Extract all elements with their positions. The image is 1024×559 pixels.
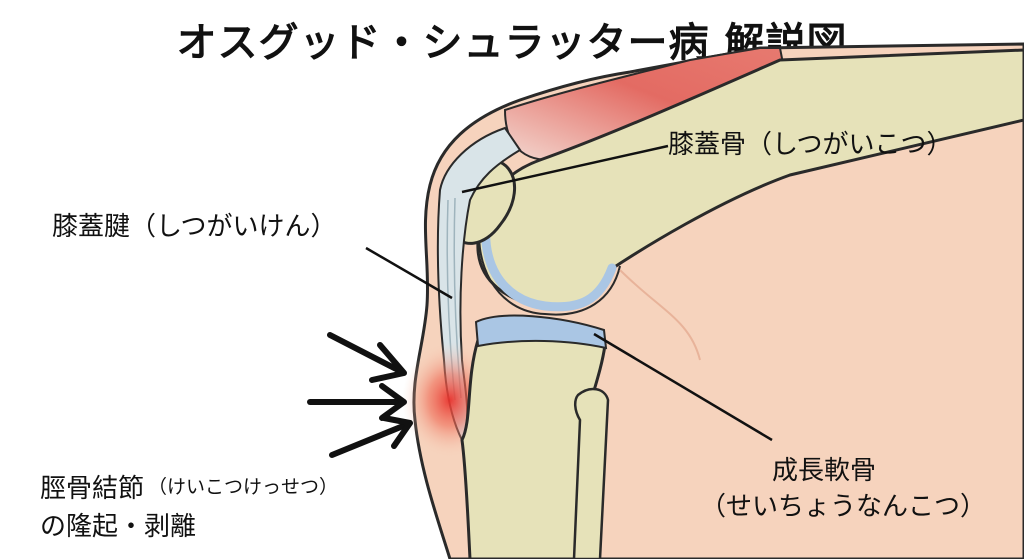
label-tibial-tuberosity: 脛骨結節: [40, 474, 145, 504]
label-growth-cartilage: 成長軟骨: [772, 456, 877, 486]
label-patella: 膝蓋骨（しつがいこつ）: [668, 130, 953, 160]
label-tibial-tuberosity-reading: （けいこつけっせつ）: [148, 476, 339, 498]
growth-cartilage: [474, 314, 608, 350]
arrow-right-icon: [327, 332, 407, 383]
femoral-cartilage: [481, 205, 617, 312]
leader-patellar-tendon: [365, 246, 453, 300]
leader-growth-cartilage: [593, 332, 773, 442]
popliteal-skin: [619, 269, 701, 361]
label-patellar-tendon: 膝蓋腱（しつがいけん）: [52, 212, 337, 242]
leader-patella: [461, 144, 669, 194]
arrow-right-icon: [307, 383, 407, 421]
fibula-bone: [572, 387, 610, 559]
label-growth-cartilage-reading: （せいちょうなんこつ）: [700, 492, 987, 522]
label-tibial-tuberosity-line2: の隆起・剥離: [40, 512, 197, 542]
arrow-right-icon: [329, 415, 413, 458]
